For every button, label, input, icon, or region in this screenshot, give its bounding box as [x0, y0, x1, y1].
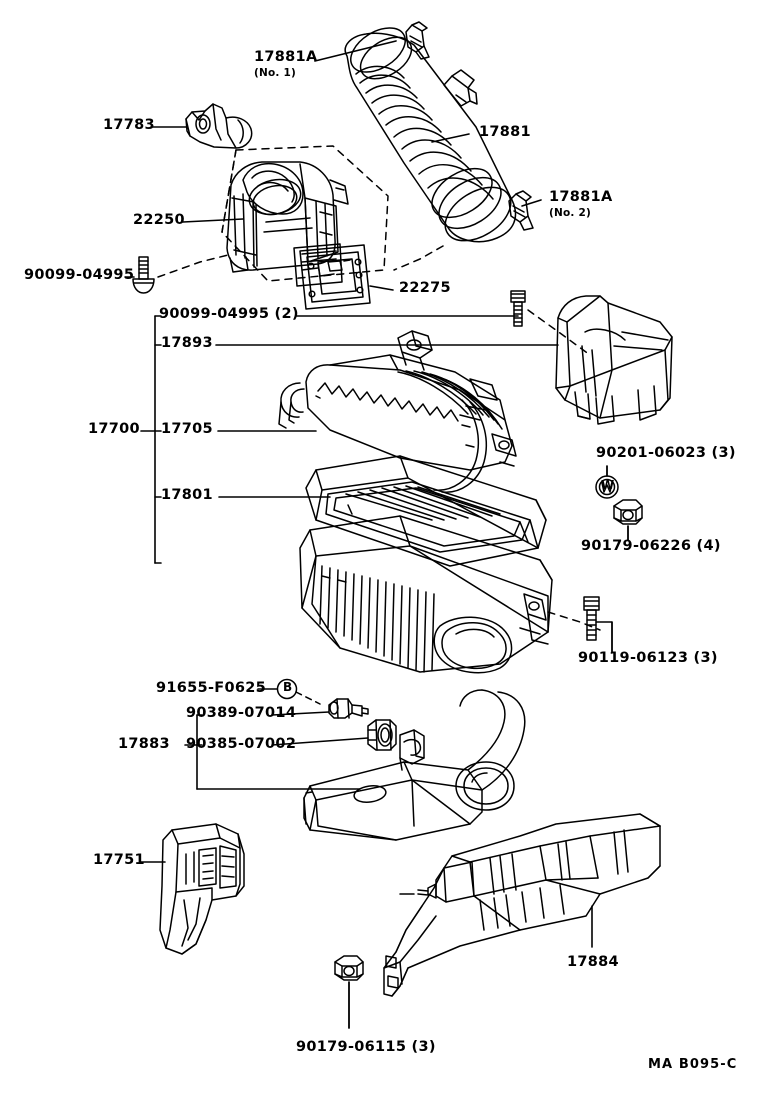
label-17881a-no2-qualifier: (No. 2)	[549, 207, 591, 219]
callout-b-letter: B	[283, 680, 293, 694]
label-90099-04995-2: 90099-04995 (2)	[159, 306, 299, 322]
label-90119-06123: 90119-06123 (3)	[578, 650, 718, 666]
label-22250: 22250	[133, 212, 185, 228]
leader-lines	[124, 40, 629, 1029]
label-17700: 17700	[88, 421, 140, 437]
bolt-stud-shape	[583, 596, 613, 653]
label-17751: 17751	[93, 852, 145, 868]
label-17881: 17881	[479, 124, 531, 140]
label-17884: 17884	[567, 954, 619, 970]
label-17893: 17893	[161, 335, 213, 351]
air-cleaner-case-shape	[299, 515, 601, 674]
label-17881a-no2: 17881A	[549, 189, 613, 205]
label-90179-06226: 90179-06226 (4)	[581, 538, 721, 554]
air-resonator-shape	[383, 813, 661, 997]
air-cleaner-hose-shape	[344, 21, 534, 271]
label-17883: 17883	[118, 736, 170, 752]
label-17881a-no1-qualifier: (No. 1)	[254, 67, 296, 79]
air-cleaner-cap-shape	[555, 295, 673, 425]
label-17801: 17801	[161, 487, 213, 503]
air-cleaner-cap-sub-assembly-shape	[278, 330, 517, 493]
air-filter-element-shape	[305, 455, 547, 567]
diagram-code: MA B095-C	[648, 1057, 738, 1072]
air-flow-meter-gasket-shape	[299, 244, 371, 310]
label-17705: 17705	[161, 421, 213, 437]
grommet-shape	[367, 719, 397, 751]
label-90099-04995: 90099-04995	[24, 267, 135, 283]
air-flow-meter-shape	[221, 145, 389, 287]
air-inlet-duct-shape	[159, 823, 245, 955]
air-cleaner-inlet-shape	[303, 689, 526, 841]
label-90385-07002: 90385-07002	[186, 736, 297, 752]
label-17783: 17783	[103, 117, 155, 133]
callout-w-letter: W	[601, 478, 615, 492]
label-22275: 22275	[399, 280, 451, 296]
label-90179-06115: 90179-06115 (3)	[296, 1039, 436, 1055]
bolt-b-shape	[276, 678, 369, 719]
label-90201-06023: 90201-06023 (3)	[596, 445, 736, 461]
bolt-single-shape	[132, 253, 233, 294]
label-91655-f0625: 91655-F0625	[156, 680, 267, 696]
bolt-pair-shape	[510, 290, 591, 356]
label-17881a-no1: 17881A	[254, 49, 318, 65]
label-90389-07014: 90389-07014	[186, 705, 297, 721]
air-hose-connector-shape	[185, 103, 253, 149]
